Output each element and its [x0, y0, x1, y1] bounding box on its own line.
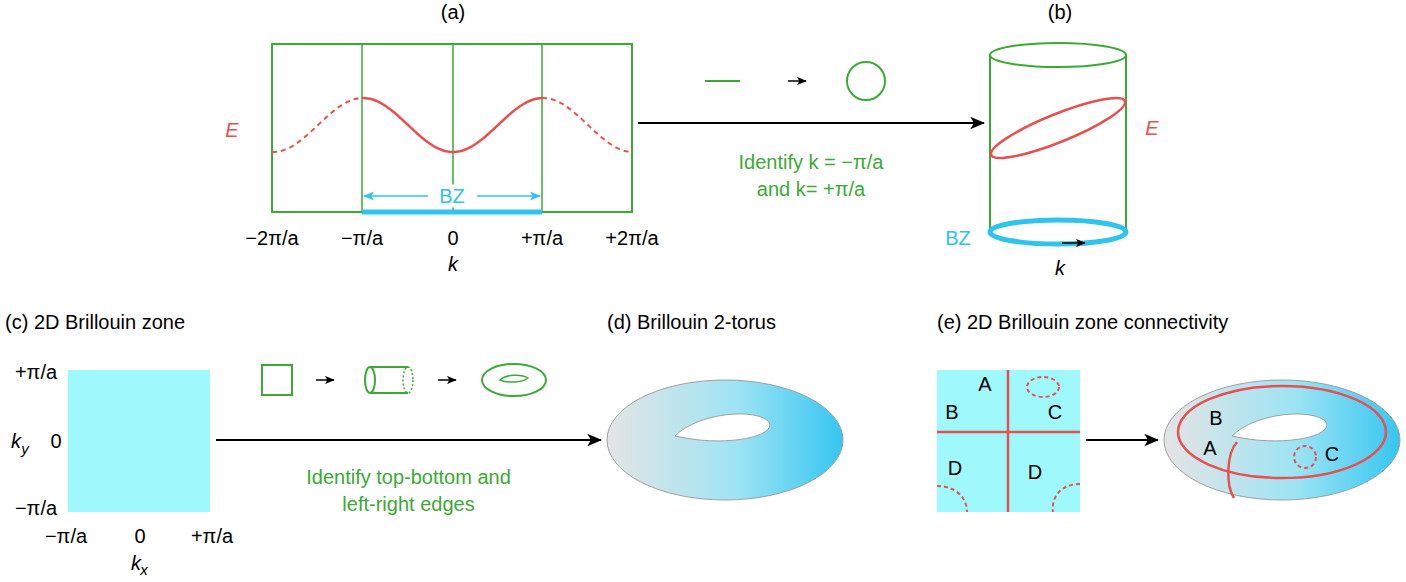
region-letter: A	[1203, 437, 1216, 460]
tick-label: −π/a	[15, 497, 57, 520]
pocket-loop	[1294, 446, 1316, 468]
torus-surface	[1164, 380, 1400, 500]
tick-label: +π/a	[521, 227, 563, 250]
panel-heading: (a)	[441, 1, 465, 24]
torus-icon-hole	[500, 375, 528, 382]
axis-label: k	[448, 253, 458, 276]
shape-outline	[1164, 380, 1400, 500]
axis-label: k	[131, 552, 141, 575]
longitude-loop	[1178, 386, 1386, 478]
tick-label: 0	[447, 227, 458, 250]
brillouin-zone-bar	[362, 210, 542, 215]
axis-subscript: y	[21, 440, 29, 457]
panel-heading: (e) 2D Brillouin zone connectivity	[937, 311, 1228, 334]
tick-label: −2π/a	[245, 227, 298, 250]
pocket-loop	[1027, 377, 1059, 397]
region-letter: D	[1028, 461, 1042, 484]
zone-label: BZ	[435, 185, 469, 208]
shape-outline	[990, 42, 1126, 247]
segment-icon	[705, 80, 740, 82]
band-curve-repeat	[542, 98, 632, 152]
small-arrow	[438, 379, 456, 381]
panel-heading: (b)	[1048, 1, 1072, 24]
square-icon	[262, 365, 292, 395]
region-letter: C	[1325, 443, 1339, 466]
torus-surface	[607, 380, 843, 500]
brillouin-torus: (d) Brillouin 2-torus	[607, 380, 843, 500]
brillouin-zone-circle	[990, 220, 1126, 244]
axis-label: k	[1055, 257, 1065, 280]
shape-outline	[937, 370, 1080, 512]
tick-label: +π/a	[15, 361, 57, 384]
zone-boundary-lines	[362, 44, 542, 212]
region-letter: B	[945, 401, 958, 424]
tick-label: 0	[134, 525, 145, 548]
region-letter: A	[978, 373, 991, 396]
band-loop	[986, 88, 1130, 168]
boundary-line	[937, 370, 1080, 512]
axis-label: E	[225, 119, 238, 142]
tick-label: +π/a	[191, 525, 233, 548]
tick-label: +2π/a	[605, 227, 658, 250]
region-letter: B	[1209, 407, 1222, 430]
plot-frame	[272, 44, 632, 212]
transform-arrow	[638, 122, 984, 124]
cylinder-icon-end	[403, 367, 413, 393]
transform-arrow	[1086, 439, 1158, 441]
tick-label: −π/a	[45, 525, 87, 548]
meridian-loop	[1228, 442, 1237, 498]
cylinder-top	[990, 43, 1126, 67]
zone-width-arrow	[477, 195, 540, 197]
panel-heading: (d) Brillouin 2-torus	[607, 311, 776, 334]
brillouin-cylinder: (b)	[990, 42, 1126, 247]
region-letter: C	[1048, 401, 1062, 424]
brillouin-square: (c) 2D Brillouin zone	[68, 370, 210, 512]
tick-label: 0	[50, 430, 61, 453]
zone-label: BZ	[945, 227, 971, 250]
band-curve-repeat	[272, 98, 362, 152]
torus-icon	[482, 364, 546, 396]
connectivity-torus: BA C	[1164, 380, 1400, 500]
pocket-loop	[937, 486, 967, 512]
edge-label: Identify k = −π/a and k= +π/a	[721, 149, 901, 203]
zone-width-arrow	[364, 195, 428, 197]
panel-heading: (c) 2D Brillouin zone	[5, 311, 185, 334]
axis-label: k	[11, 430, 21, 453]
pocket-loop	[1053, 484, 1080, 512]
edge-label: Identify top-bottom and left-right edges	[306, 464, 511, 518]
small-arrow	[788, 80, 806, 82]
axis-label: E	[1145, 117, 1158, 140]
axis-subscript: x	[140, 561, 148, 578]
torus-hole	[1232, 414, 1327, 441]
tick-label: −π/a	[341, 227, 383, 250]
connectivity-square: (e) 2D Brillouin zone connectivityABCDD	[937, 370, 1080, 512]
cylinder-icon-end	[365, 367, 375, 393]
circle-icon	[847, 62, 885, 100]
band-curve	[362, 98, 542, 152]
direction-arrow	[1062, 242, 1085, 244]
small-arrow	[316, 379, 334, 381]
torus-hole	[675, 414, 770, 441]
shape-outline	[607, 380, 843, 500]
transform-arrow	[216, 439, 601, 441]
region-letter: D	[948, 457, 962, 480]
